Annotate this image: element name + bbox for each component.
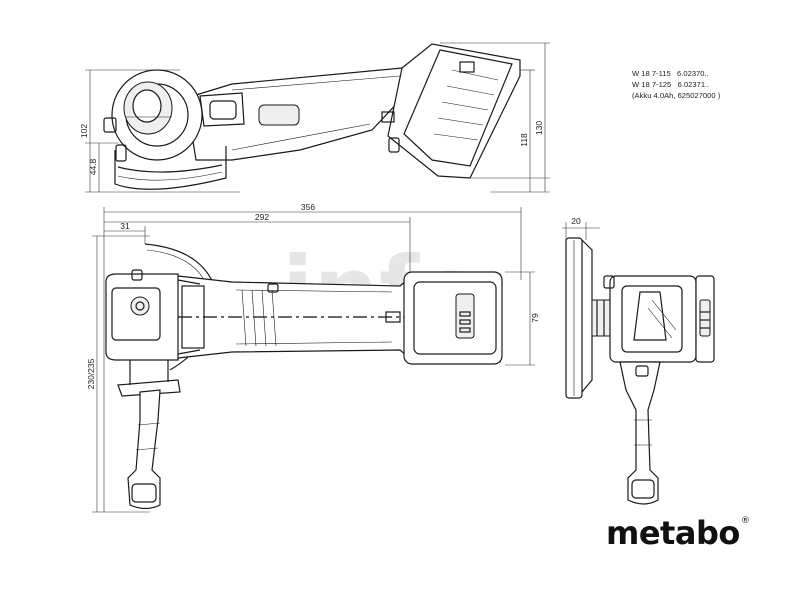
side-view-grinder bbox=[103, 43, 521, 190]
plan-view-grinder bbox=[105, 243, 503, 510]
switch-housing bbox=[199, 92, 245, 127]
spindle-front bbox=[591, 299, 611, 337]
side-handle-front bbox=[619, 361, 661, 505]
dimension-118: 118 bbox=[519, 133, 529, 147]
dimension-130: 130 bbox=[534, 121, 544, 135]
front-view-grinder bbox=[565, 237, 715, 505]
battery-note: (Akku 4.0Ah, 625027000 ) bbox=[632, 91, 721, 100]
model-line-2: W 18 7-125 6.02371.. bbox=[632, 80, 710, 89]
dimension-102: 102 bbox=[79, 124, 89, 138]
top-view-dimensions bbox=[85, 42, 550, 193]
gear-head-plan bbox=[105, 273, 179, 361]
battery-pack bbox=[387, 43, 521, 179]
dimension-79: 79 bbox=[530, 313, 540, 323]
vent-slot bbox=[258, 104, 300, 126]
brand-name: metabo bbox=[606, 514, 740, 552]
dimension-230-235: 230/235 bbox=[86, 358, 96, 389]
dimension-44-8: 44.8 bbox=[88, 158, 98, 175]
brand-logo: metabo® bbox=[606, 514, 750, 552]
dimension-356: 356 bbox=[301, 202, 315, 212]
battery-plan bbox=[403, 271, 503, 365]
front-view-dimensions bbox=[562, 222, 600, 240]
plan-view-dimensions bbox=[92, 207, 535, 513]
spindle-lock-button bbox=[130, 296, 150, 316]
side-handle-base bbox=[117, 379, 181, 397]
dimension-20: 20 bbox=[571, 216, 581, 226]
registered-mark: ® bbox=[740, 516, 750, 526]
dimension-31: 31 bbox=[120, 221, 130, 231]
model-line-1: W 18 7-115 6.02370.. bbox=[632, 69, 709, 78]
dimension-292: 292 bbox=[255, 212, 269, 222]
